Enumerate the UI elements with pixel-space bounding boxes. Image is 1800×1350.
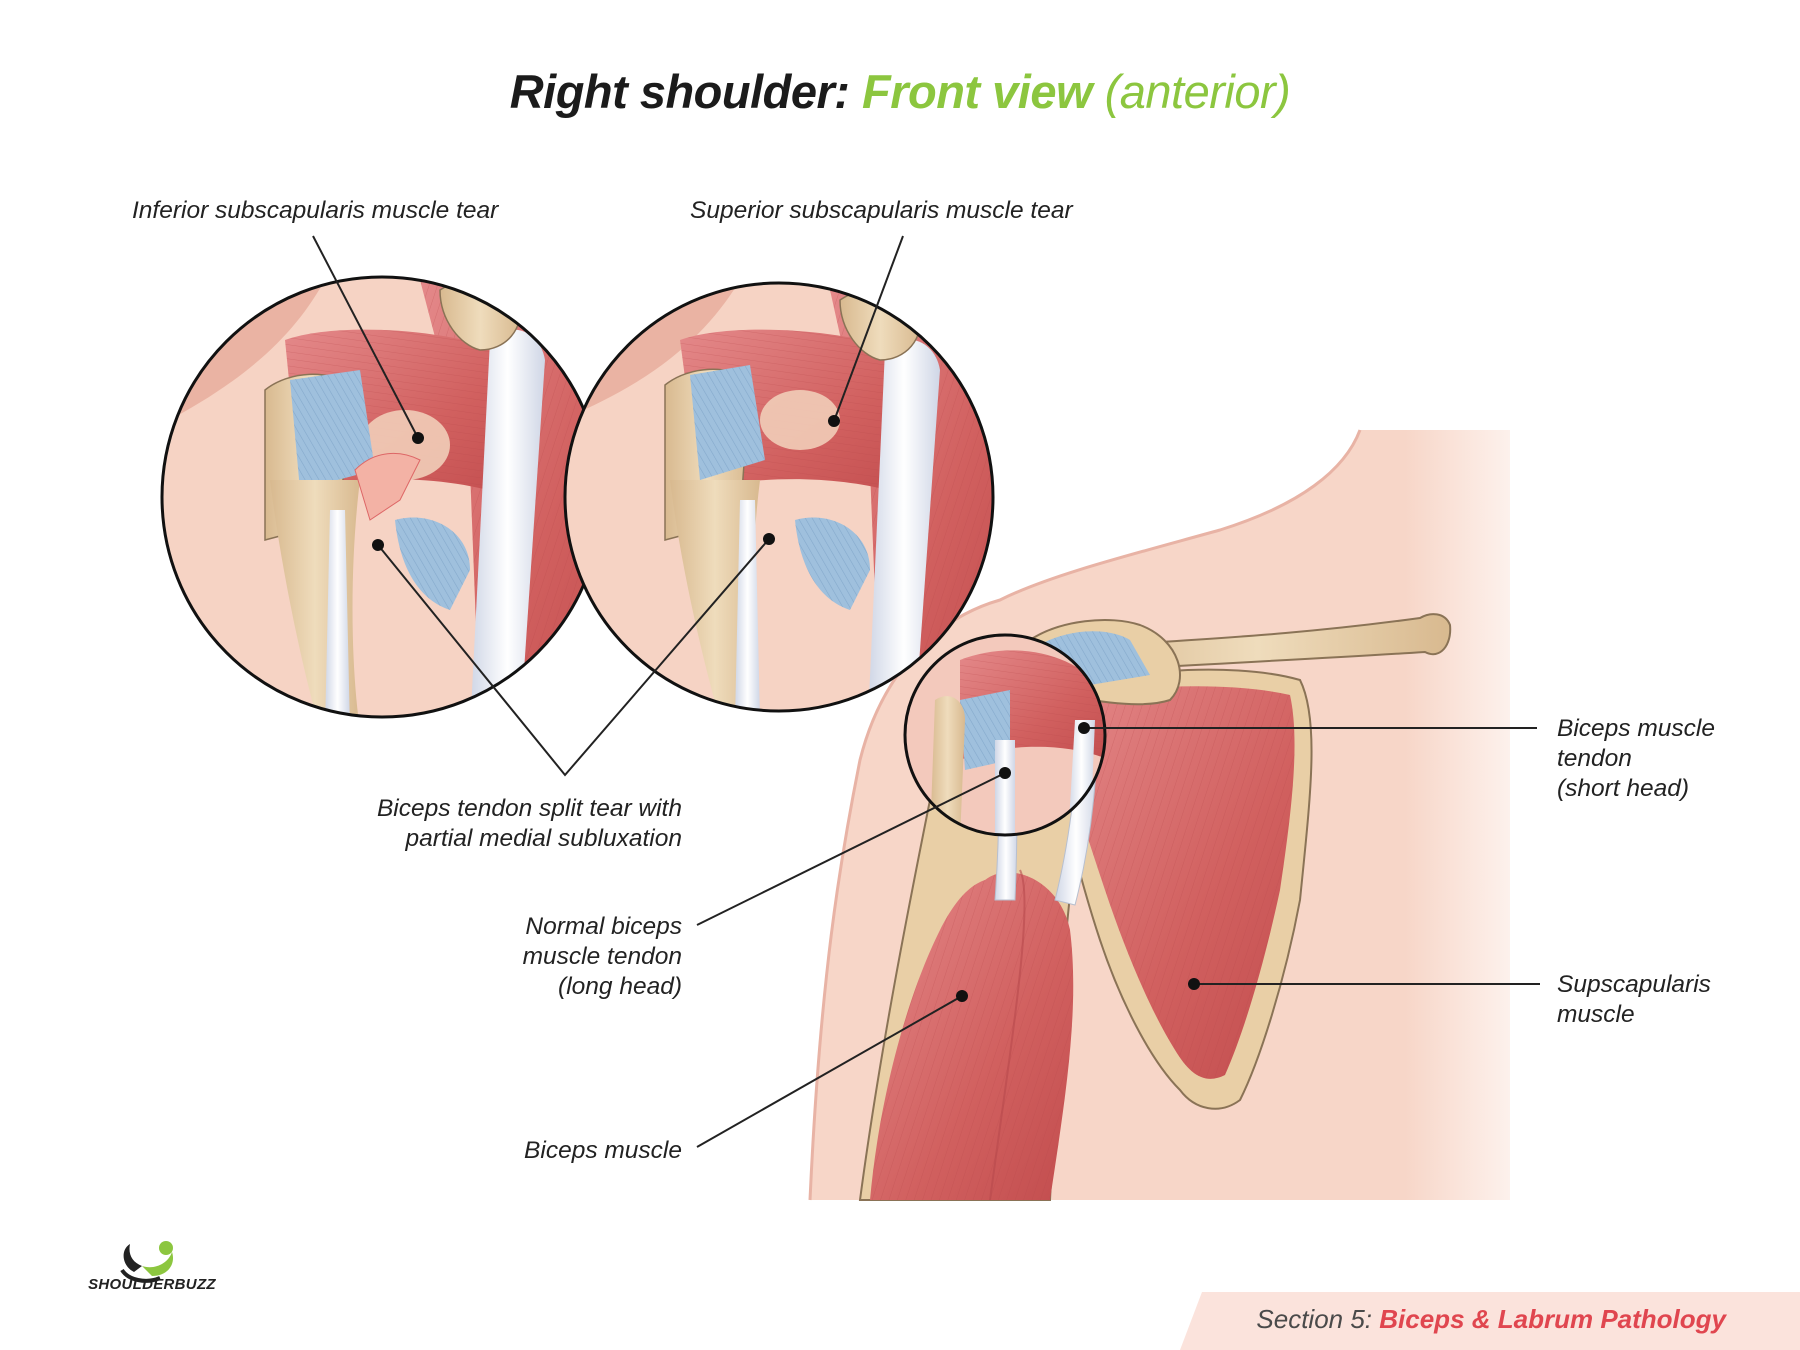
biceps-muscle-shape: [870, 869, 1074, 1201]
label-biceps-muscle: Biceps muscle: [524, 1137, 682, 1164]
label-split-tear-line2: partial medial subluxation: [405, 825, 682, 852]
label-subscapularis-line2: muscle: [1557, 1001, 1635, 1028]
dot-split-tear-left: [372, 539, 384, 551]
label-subscapularis: Supscapularis muscle: [1557, 970, 1711, 1030]
dot-split-tear-right: [763, 533, 775, 545]
dot-superior-tear: [828, 415, 840, 427]
label-inferior-tear: Inferior subscapularis muscle tear: [132, 197, 499, 224]
leader-superior-tear: [833, 235, 904, 422]
label-short-head-line3: (short head): [1557, 775, 1690, 802]
leader-inferior-tear: [312, 235, 419, 439]
leader-lines: [312, 235, 1540, 1148]
dot-subscapularis: [1188, 978, 1200, 990]
shoulderbuzz-logo-icon: [120, 1241, 174, 1283]
title-part-shoulder: Right shoulder: [509, 65, 835, 118]
title-part-view: Front view: [862, 65, 1093, 118]
title-separator: :: [834, 65, 863, 118]
dot-inferior-tear: [412, 432, 424, 444]
magnifier-circle: [903, 633, 1107, 837]
zoom-circle-inferior-tear: [160, 275, 604, 719]
label-superior-tear: Superior subscapularis muscle tear: [690, 197, 1073, 224]
footer-section-title: Biceps & Labrum Pathology: [1379, 1304, 1726, 1334]
label-normal-tendon: Normal biceps muscle tendon (long head): [523, 912, 682, 1002]
zoom-circle-superior-tear: [563, 281, 995, 713]
shoulderbuzz-logo-text: SHOULDERBUZZ: [88, 1276, 216, 1293]
dot-short-head: [1078, 722, 1090, 734]
label-short-head-line1: Biceps muscle: [1557, 715, 1715, 742]
dot-normal-tendon: [999, 767, 1011, 779]
leader-split-tear: [377, 538, 770, 777]
diagram-title: Right shoulder: Front view (anterior): [0, 64, 1800, 119]
leader-dots: [372, 415, 1200, 1002]
label-normal-tendon-line1: Normal biceps: [525, 913, 682, 940]
dot-biceps-muscle: [956, 990, 968, 1002]
leader-biceps-muscle: [696, 995, 963, 1148]
label-normal-tendon-line2: muscle tendon: [522, 943, 682, 970]
label-short-head-line2: tendon: [1557, 745, 1632, 772]
label-short-head: Biceps muscle tendon (short head): [1557, 714, 1715, 804]
footer-section: Section 5: Biceps & Labrum Pathology: [1256, 1304, 1726, 1335]
footer-section-prefix: Section 5:: [1256, 1304, 1380, 1334]
label-subscapularis-line1: Supscapularis: [1557, 971, 1711, 998]
scapula-subscapularis: [1038, 668, 1313, 1110]
footer-band: [1180, 1292, 1800, 1350]
label-split-tear: Biceps tendon split tear with partial me…: [377, 794, 682, 854]
title-part-anterior: (anterior): [1092, 65, 1291, 118]
label-normal-tendon-line3: (long head): [558, 973, 682, 1000]
label-split-tear-line1: Biceps tendon split tear with: [376, 795, 682, 822]
leader-normal-tendon: [696, 772, 1006, 926]
